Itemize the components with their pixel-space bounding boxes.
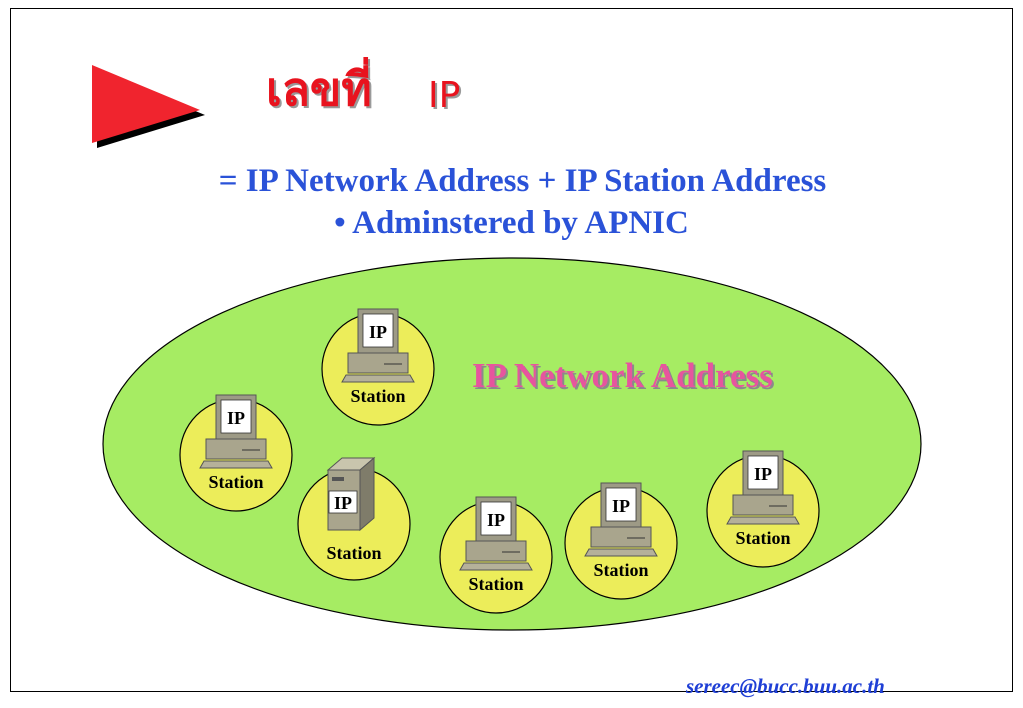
computer-icon: IP: [459, 496, 533, 571]
footer-email: sereec@bucc.buu.ac.th: [686, 674, 885, 698]
ip-tag: IP: [487, 510, 505, 530]
station-3: IP: [439, 496, 553, 614]
subtitle-formula: = IP Network Address + IP Station Addres…: [218, 163, 827, 199]
page-title-ip: IP: [428, 75, 461, 116]
station-label: Station: [350, 386, 406, 406]
computer-icon: IP: [199, 394, 273, 469]
footer-rule-left: [10, 691, 680, 692]
server-icon: IP: [326, 456, 376, 532]
station-4: IP: [564, 482, 678, 600]
server-1: IP: [297, 456, 411, 581]
ip-tag: IP: [369, 322, 387, 342]
computer-icon: IP: [341, 308, 415, 383]
station-label: Station: [593, 560, 649, 580]
footer-rule-right: [948, 691, 1013, 692]
ip-tag: IP: [227, 408, 245, 428]
station-label: Station: [468, 574, 524, 594]
station-label: Station: [326, 543, 382, 563]
network-address-label: IP Network Address: [472, 356, 773, 395]
station-5: IP: [706, 450, 820, 568]
ip-tag: IP: [334, 493, 352, 513]
ip-tag: IP: [612, 496, 630, 516]
subtitle-administered: • Adminstered by APNIC: [334, 205, 689, 241]
station-1: IP: [321, 308, 435, 426]
page-title: เลขที่: [266, 62, 372, 116]
station-label: Station: [735, 528, 791, 548]
station-2: IP: [179, 394, 293, 512]
ip-tag: IP: [754, 464, 772, 484]
station-label: Station: [208, 472, 264, 492]
bullet-triangle-icon: [92, 65, 200, 143]
computer-icon: IP: [584, 482, 658, 557]
computer-icon: IP: [726, 450, 800, 525]
